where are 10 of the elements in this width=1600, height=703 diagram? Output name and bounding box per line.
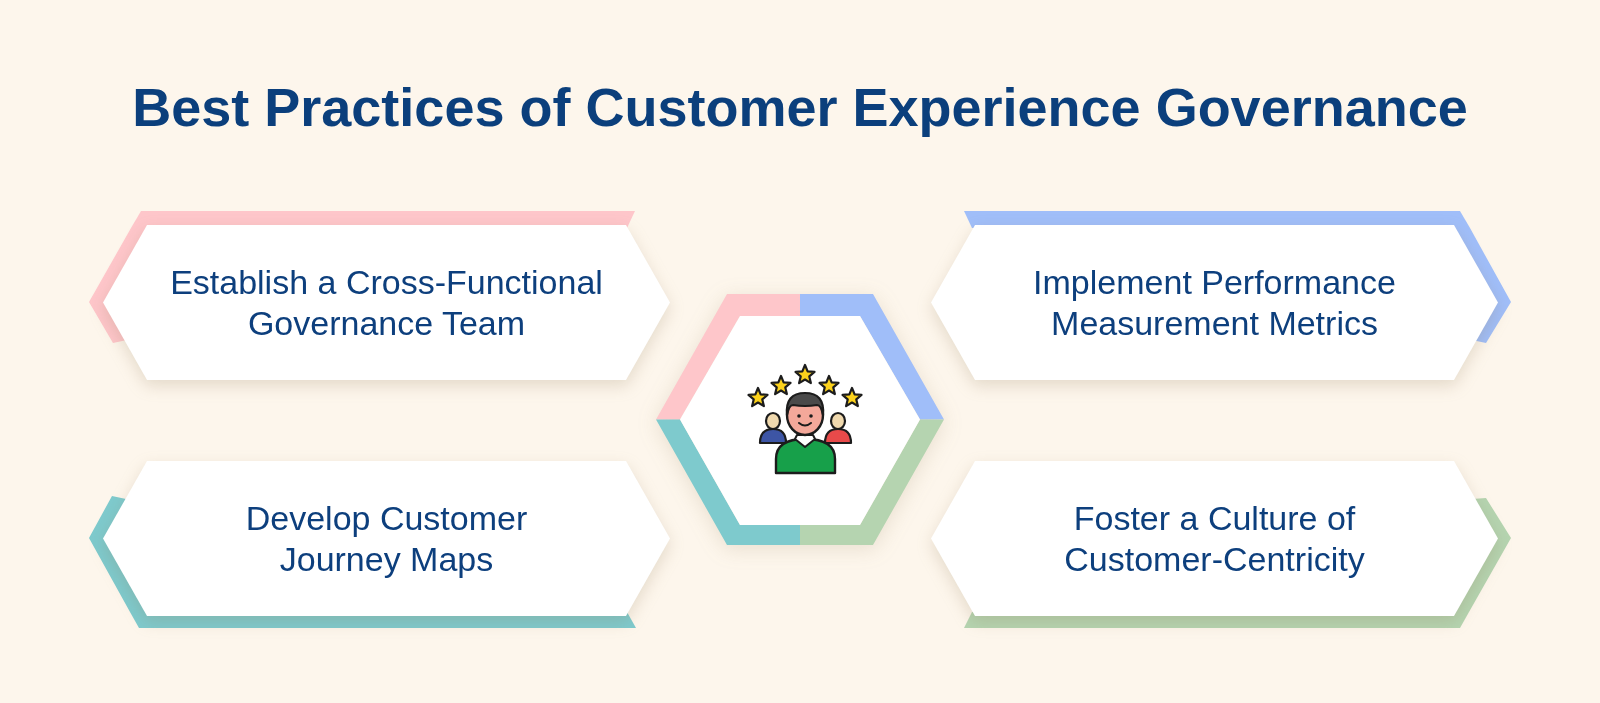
title: Best Practices of Customer Experience Governance [132,76,1468,139]
hexagon-box [103,461,670,616]
practice-label: Foster a Culture of Customer-Centricity [1063,497,1366,580]
practice-label: Implement Performance Measurement Metrics [1032,261,1397,344]
hexagon-box [931,225,1498,380]
practice-label: Develop Customer Journey Maps [244,497,529,580]
hexagon-box [103,225,670,380]
practice-label: Establish a Cross-Functional Governance Team [169,261,604,344]
hexagon-box [931,461,1498,616]
hexagon-frame [656,294,944,545]
